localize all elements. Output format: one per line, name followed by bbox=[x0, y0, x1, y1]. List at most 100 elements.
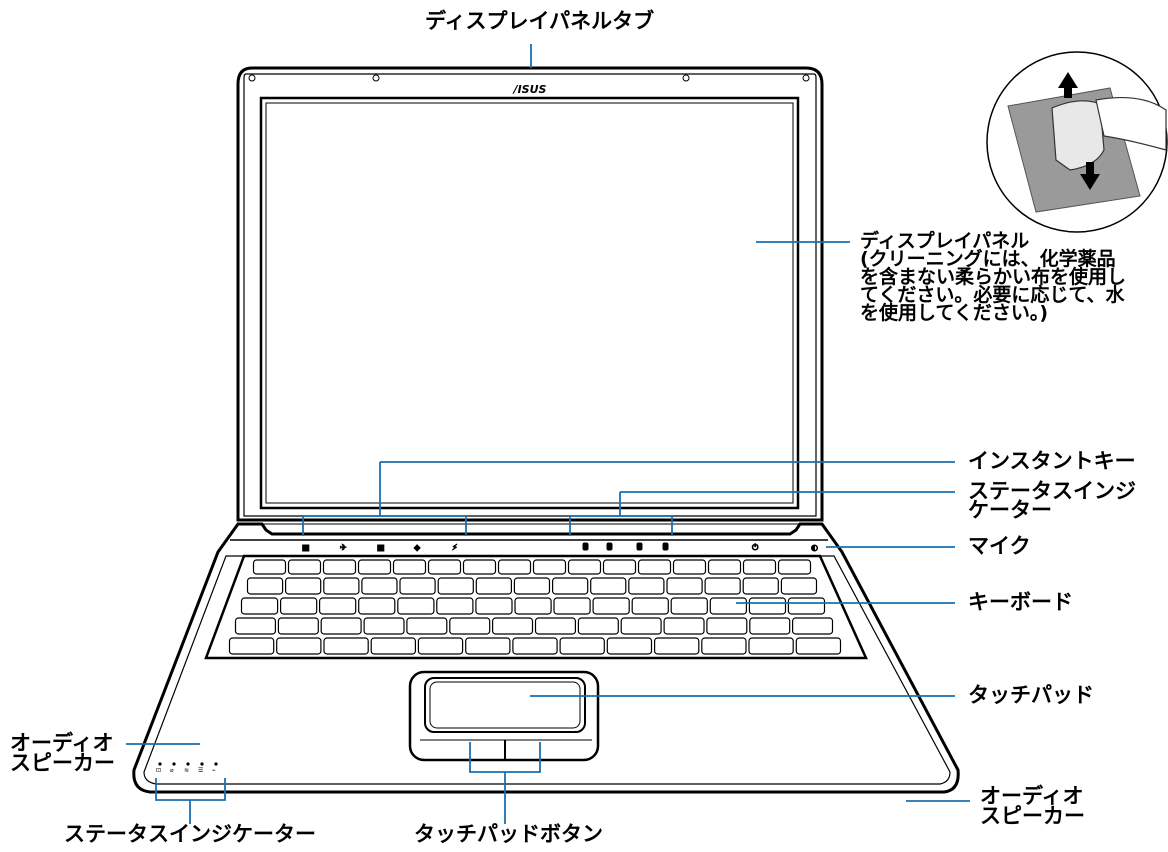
brand-logo: /ISUS bbox=[512, 83, 547, 96]
display-panel-note-2: を含まない柔らかい布を使用し bbox=[860, 266, 1127, 288]
keyboard-key bbox=[357, 559, 392, 575]
svg-text:◈: ◈ bbox=[414, 543, 421, 552]
keyboard-key bbox=[620, 617, 662, 635]
keyboard-key bbox=[361, 577, 398, 595]
keyboard-key bbox=[323, 637, 369, 655]
keyboard-key bbox=[553, 597, 591, 615]
svg-text:✈: ✈ bbox=[340, 543, 347, 552]
keyboard-key bbox=[319, 597, 357, 615]
keyboard-key bbox=[577, 617, 619, 635]
keyboard-key bbox=[234, 617, 277, 635]
keyboard-key bbox=[534, 617, 577, 635]
keyboard-key bbox=[462, 559, 497, 575]
label-audio-speaker-right: オーディオ スピーカー bbox=[980, 786, 1085, 828]
keyboard-key bbox=[513, 577, 551, 595]
audio-speaker-right-line-2: スピーカー bbox=[980, 804, 1085, 828]
keyboard-key bbox=[780, 577, 818, 595]
display-panel-note-1: (クリーニングには、化学薬品 bbox=[860, 248, 1116, 270]
leader-lines bbox=[126, 44, 970, 824]
keyboard-key bbox=[228, 637, 275, 655]
keyboard-key bbox=[592, 597, 630, 615]
label-microphone: マイク bbox=[968, 534, 1031, 558]
label-touchpad-buttons: タッチパッドボタン bbox=[414, 822, 603, 846]
keyboard-key bbox=[492, 617, 534, 635]
keyboard-key bbox=[742, 559, 777, 575]
keyboard-key bbox=[672, 559, 707, 575]
keyboard-key bbox=[397, 597, 435, 615]
keyboard-key bbox=[748, 597, 787, 615]
keyboard-key bbox=[787, 597, 826, 615]
label-status-indicators-top: ステータスインジ ケーター bbox=[968, 479, 1136, 522]
keyboard-key bbox=[628, 577, 665, 595]
svg-text:⌁: ⌁ bbox=[212, 767, 216, 774]
label-keyboard: キーボード bbox=[968, 590, 1073, 614]
keyboard-key bbox=[406, 617, 448, 635]
keyboard-key bbox=[532, 559, 567, 575]
keyboard-key bbox=[323, 577, 360, 595]
keyboard-key bbox=[631, 597, 669, 615]
keyboard-key bbox=[742, 577, 779, 595]
keyboard-key bbox=[246, 577, 284, 595]
svg-text:⚡: ⚡ bbox=[452, 543, 458, 552]
keyboard-key bbox=[437, 577, 474, 595]
keyboard-key bbox=[653, 637, 700, 655]
keyboard-key bbox=[567, 559, 602, 575]
instant-key-row: ▣ ✈ ▤ ◈ ⚡ ⏻ ◐ bbox=[290, 534, 819, 553]
keyboard-key bbox=[449, 617, 491, 635]
keyboard-key bbox=[417, 637, 464, 655]
svg-text:☰: ☰ bbox=[198, 767, 203, 774]
keyboard-key bbox=[287, 559, 322, 575]
keyboard-key bbox=[475, 577, 512, 595]
keyboard-key bbox=[748, 637, 794, 655]
keyboard-key bbox=[606, 637, 653, 655]
svg-text:⌀: ⌀ bbox=[170, 767, 174, 774]
audio-speaker-left-line-2: スピーカー bbox=[10, 751, 115, 775]
display-panel-note-3: てください。必要に応じて、水 bbox=[860, 284, 1125, 306]
keyboard-key bbox=[280, 597, 318, 615]
keyboard-key bbox=[276, 637, 322, 655]
keyboard-key bbox=[709, 597, 747, 615]
svg-text:≋: ≋ bbox=[184, 767, 189, 774]
svg-text:⏻: ⏻ bbox=[752, 543, 759, 552]
keyboard-key bbox=[370, 637, 417, 655]
keyboard-key bbox=[795, 637, 842, 655]
keyboard-key bbox=[475, 597, 513, 615]
keyboard-key bbox=[252, 559, 287, 575]
keyboard-key bbox=[670, 597, 708, 615]
keyboard-key bbox=[637, 559, 672, 575]
keyboard-key bbox=[285, 577, 322, 595]
keyboard-key bbox=[320, 617, 362, 635]
status-indicators-top-line-1: ステータスインジ bbox=[968, 479, 1136, 503]
label-touchpad: タッチパッド bbox=[968, 683, 1094, 707]
keyboard-key bbox=[497, 559, 532, 575]
label-instant-keys: インスタントキー bbox=[968, 449, 1136, 473]
keyboard-key bbox=[701, 637, 747, 655]
label-display-panel: ディスプレイパネル (クリーニングには、化学薬品 を含まない柔らかい布を使用し … bbox=[860, 232, 1127, 324]
keyboard-key bbox=[559, 637, 605, 655]
keyboard-key bbox=[551, 577, 589, 595]
keyboard-key bbox=[666, 577, 703, 595]
label-status-indicators-bottom: ステータスインジケーター bbox=[64, 822, 316, 846]
keyboard-key bbox=[277, 617, 319, 635]
keyboard-key bbox=[358, 597, 396, 615]
svg-text:▣: ▣ bbox=[302, 543, 310, 552]
keyboard-key bbox=[322, 559, 357, 575]
keyboard-key bbox=[465, 637, 511, 655]
label-audio-speaker-left: オーディオ スピーカー bbox=[10, 733, 115, 775]
display-panel-note-4: を使用してください。) bbox=[860, 302, 1049, 324]
keyboard-key bbox=[704, 577, 741, 595]
keyboard-key bbox=[399, 577, 436, 595]
status-indicators-top-line-2: ケーター bbox=[968, 498, 1052, 522]
keyboard-key bbox=[663, 617, 705, 635]
label-display-panel-tab: ディスプレイパネルタブ bbox=[425, 9, 655, 33]
keyboard-key bbox=[436, 597, 474, 615]
cleaning-inset bbox=[986, 51, 1168, 233]
keyboard-key bbox=[590, 577, 627, 595]
keyboard-key bbox=[427, 559, 462, 575]
keyboard-key bbox=[392, 559, 427, 575]
keyboard-key bbox=[240, 597, 279, 615]
touchpad bbox=[408, 670, 600, 762]
keyboard-key bbox=[707, 559, 742, 575]
svg-text:⊡: ⊡ bbox=[156, 767, 161, 774]
